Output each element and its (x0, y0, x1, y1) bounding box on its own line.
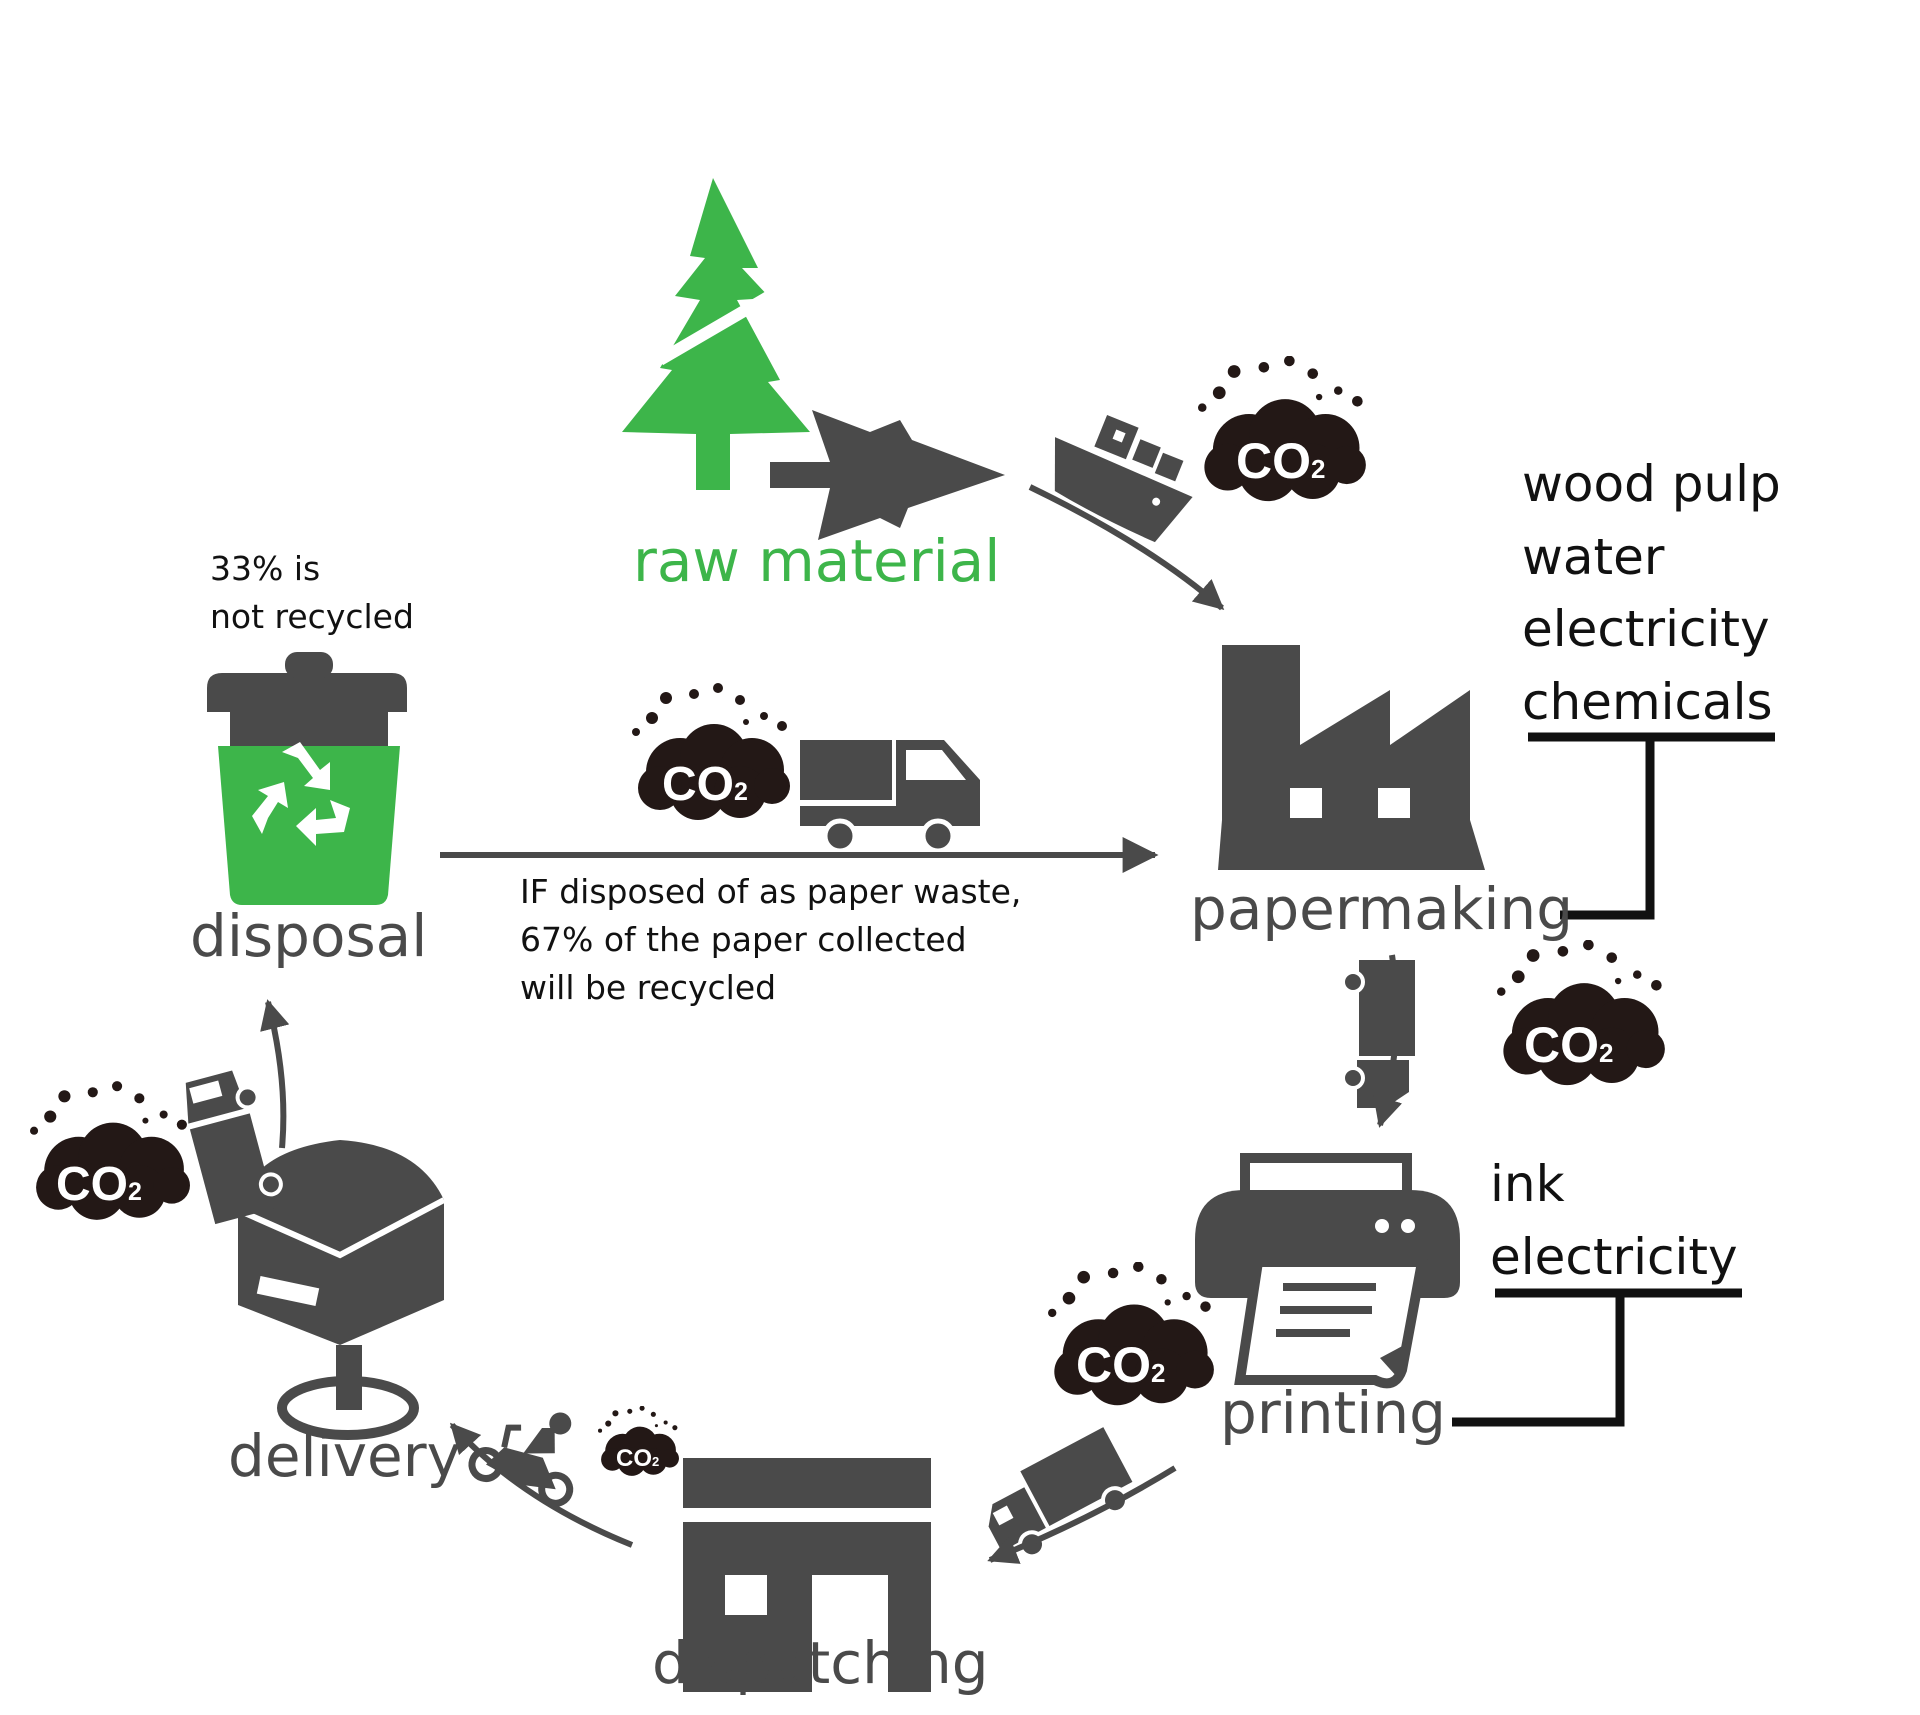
note-line: not recycled (210, 596, 414, 636)
warehouse-icon (683, 1458, 931, 1692)
svg-text:CO2: CO2 (1076, 1337, 1165, 1393)
input-item: electricity (1522, 600, 1770, 658)
printing-inputs: ink electricity (1490, 1148, 1738, 1293)
co2-cloud-icon: CO2 (30, 1081, 190, 1220)
not-recycled-note: 33% is not recycled (210, 545, 414, 641)
factory-icon (1218, 645, 1485, 870)
stage-raw-material: raw material (633, 527, 1001, 595)
stage-delivery: delivery (228, 1422, 461, 1490)
truck-icon (988, 1427, 1133, 1559)
co2-cloud-icon: CO2 (1497, 940, 1665, 1086)
note-line: will be recycled (520, 967, 777, 1007)
recycle-note: IF disposed of as paper waste, 67% of th… (520, 868, 1021, 1012)
arrow-to-disposal (260, 999, 290, 1149)
svg-text:CO2: CO2 (1236, 433, 1325, 489)
tree-icon (622, 178, 810, 490)
input-item: ink (1490, 1155, 1565, 1213)
input-item: water (1522, 527, 1665, 586)
ship-icon (1054, 414, 1193, 543)
note-line: 67% of the paper collected (520, 919, 967, 959)
mailbox-icon (236, 1140, 446, 1440)
svg-text:CO2: CO2 (1524, 1017, 1613, 1073)
papermaking-inputs: wood pulp water electricity chemicals (1522, 448, 1781, 738)
printer-icon (1195, 1153, 1460, 1389)
stage-disposal: disposal (190, 902, 428, 970)
input-item: electricity (1490, 1227, 1738, 1286)
printing-inputs-bracket (1452, 1288, 1742, 1427)
stage-printing: printing (1220, 1379, 1446, 1447)
svg-text:CO2: CO2 (56, 1158, 142, 1211)
svg-text:CO2: CO2 (662, 758, 748, 811)
truck-icon (800, 740, 980, 854)
input-item: chemicals (1522, 672, 1773, 731)
log-arrow-icon (770, 410, 1005, 540)
scooter-icon (468, 1412, 574, 1507)
arrow-to-dispatching (987, 1465, 1177, 1564)
truck-icon (1341, 960, 1415, 1108)
recycle-bin-icon (207, 652, 407, 905)
co2-cloud-icon: CO2 (1048, 1262, 1214, 1406)
svg-text:CO2: CO2 (616, 1445, 659, 1472)
note-line: IF disposed of as paper waste, (520, 872, 1022, 911)
co2-cloud-icon: CO2 (598, 1406, 679, 1476)
recycle-icon (252, 742, 350, 846)
stage-papermaking: papermaking (1190, 875, 1574, 943)
van-icon (185, 1070, 283, 1225)
stage-dispatching: dispatching (652, 1629, 989, 1697)
arrow-to-papermaking (1028, 484, 1225, 611)
papermaking-inputs-bracket (1528, 732, 1775, 920)
arrow-to-delivery (449, 1422, 634, 1548)
input-item: wood pulp (1522, 455, 1781, 513)
note-line: 33% is (210, 549, 321, 588)
co2-cloud-icon: CO2 (632, 683, 790, 820)
co2-cloud-icon: CO2 (1198, 356, 1366, 502)
arrow-to-printing (1373, 954, 1403, 1128)
